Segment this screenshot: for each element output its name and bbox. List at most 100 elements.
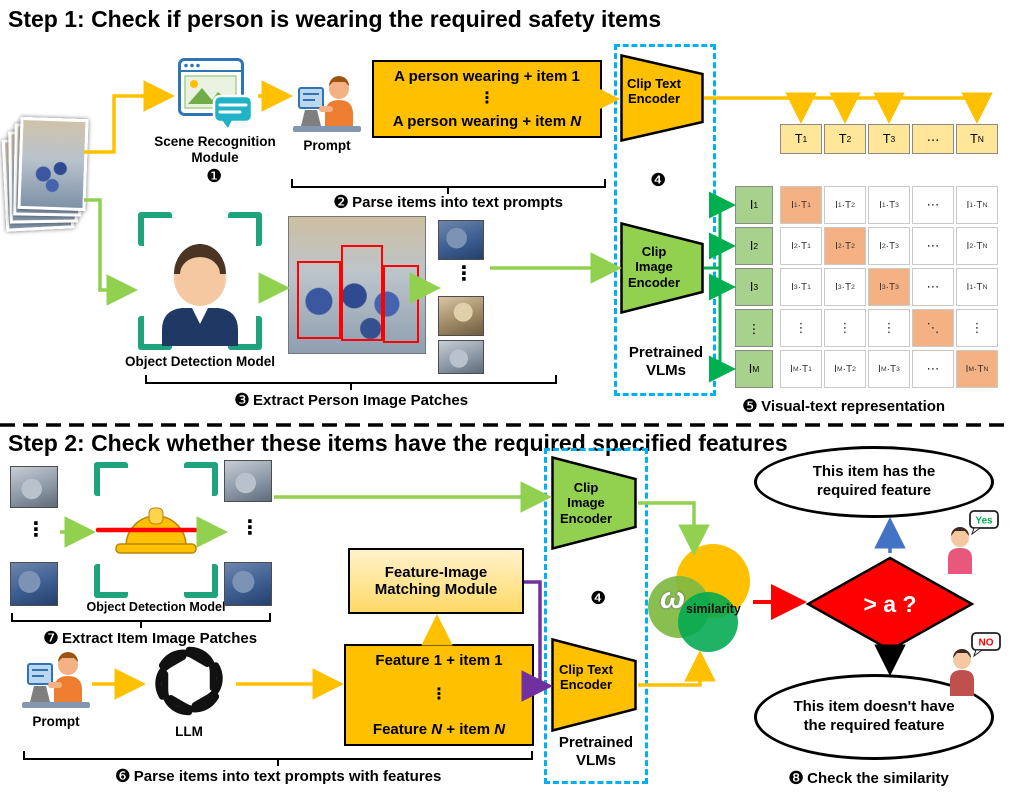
- result-positive-ellipse: This item has the required feature: [754, 446, 994, 518]
- matrix-col-header: ⋯: [912, 124, 954, 154]
- detection-bracket: [228, 212, 262, 246]
- matrix-cell: ⋯: [912, 350, 954, 388]
- feature-line-1: Feature 1 + item 1: [375, 652, 503, 669]
- clip-text-encoder-label: Clip Text Encoder: [559, 662, 613, 693]
- detection-bbox: [341, 245, 383, 341]
- detection-bracket: [94, 564, 128, 598]
- vertical-ellipsis: ⋮: [454, 263, 474, 285]
- matrix-cell: ⋮: [780, 309, 822, 347]
- similarity-venn-icon: ω similarity: [648, 542, 752, 654]
- similarity-subscript: similarity: [686, 602, 741, 616]
- object-detection-icon: [138, 212, 262, 350]
- object-detection-icon: [94, 462, 218, 598]
- scene-module-label: Scene Recognition Module: [154, 134, 276, 165]
- badge-6: ❻: [114, 766, 131, 786]
- detection-bracket: [138, 212, 172, 246]
- brace-parse-features: [23, 751, 533, 766]
- matrix-cell: ⋮: [824, 309, 866, 347]
- prompt-icon: [22, 648, 90, 710]
- clip-image-encoder-label: Clip Image Encoder: [627, 244, 680, 290]
- scene-recognition-icon: [178, 58, 254, 130]
- vertical-ellipsis: ⋮: [240, 517, 260, 539]
- pretrained-vlms-box: [544, 448, 648, 784]
- detection-bracket: [184, 462, 218, 496]
- matrix-cell: ⋯: [912, 186, 954, 224]
- surveillance-photo: [17, 116, 89, 212]
- detection-image: [288, 216, 426, 354]
- detection-bracket: [94, 462, 128, 496]
- step1-title: Step 1: Check if person is wearing the r…: [8, 6, 662, 32]
- person-patch: [438, 296, 484, 336]
- hard-hat-icon: [95, 507, 217, 554]
- svg-text:Yes: Yes: [975, 516, 993, 527]
- badge-2: ❷: [332, 192, 350, 212]
- prompt-line-n: A person wearing + item N: [392, 112, 582, 130]
- prompt-label: Prompt: [32, 714, 80, 729]
- llm-label: LLM: [175, 724, 203, 739]
- threshold-label: > a ?: [863, 590, 917, 617]
- prompt-icon: [293, 72, 361, 134]
- detection-bracket: [184, 564, 218, 598]
- item-patch: [10, 562, 58, 606]
- detection-bbox: [297, 261, 341, 339]
- badge-1: ❶: [206, 166, 223, 186]
- matrix-cell: ⋮: [956, 309, 998, 347]
- vertical-ellipsis: ⋮: [479, 89, 495, 107]
- prompt-line-1: A person wearing + item 1: [394, 68, 580, 85]
- threshold-diamond: > a ?: [805, 556, 975, 652]
- clip-image-encoder-label: Clip Image Encoder: [559, 480, 612, 526]
- clip-text-encoder-shape: Clip Text Encoder: [620, 53, 704, 143]
- badge-4: ❹: [590, 588, 607, 608]
- detection-bbox: [383, 265, 419, 343]
- object-detection-label: Object Detection Model: [124, 354, 276, 369]
- matrix-row-header: ⋮: [735, 309, 773, 347]
- pretrained-vlms-box: [614, 44, 716, 396]
- surveillance-photo-stack: [1, 116, 90, 238]
- person-wearing-prompt-box: A person wearing + item 1 ⋮ A person wea…: [372, 60, 602, 138]
- svg-text:NO: NO: [979, 638, 994, 649]
- arrow-stack-to-odm: [84, 198, 138, 306]
- feature-prompt-box: Feature 1 + item 1 ⋮ Feature N + item N: [344, 644, 534, 746]
- person-patch: [438, 340, 484, 374]
- vertical-ellipsis: ⋮: [26, 519, 46, 541]
- badge-3: ❸: [233, 390, 251, 410]
- vertical-ellipsis: ⋮: [431, 685, 447, 703]
- clip-text-encoder-shape: Clip Text Encoder: [551, 637, 637, 733]
- pretrained-vlms-label: Pretrained VLMs: [558, 734, 634, 769]
- object-detection-label: Object Detection Model: [86, 600, 226, 614]
- clip-image-encoder-shape: Clip Image Encoder: [551, 455, 637, 551]
- person-no-icon: NO: [946, 632, 1002, 696]
- omega-symbol: ω: [660, 582, 686, 615]
- badge-8: ❽: [788, 768, 805, 788]
- clip-text-encoder-label: Clip Text Encoder: [627, 76, 681, 107]
- detection-bracket: [228, 316, 262, 350]
- venn-circle-dark-green: [678, 592, 738, 652]
- prompt-label: Prompt: [303, 138, 351, 153]
